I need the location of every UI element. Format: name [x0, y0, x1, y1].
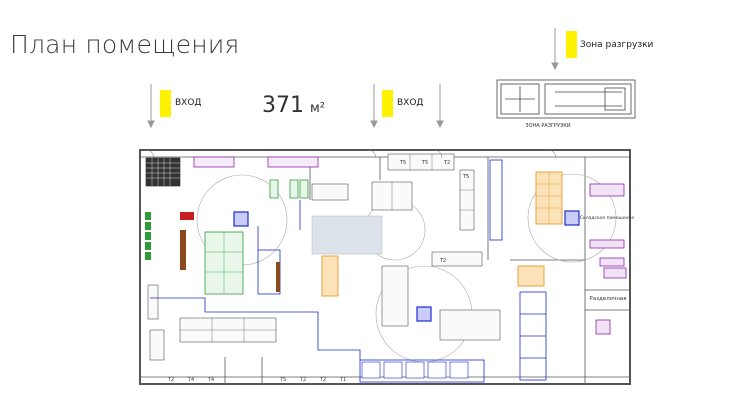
green-shelving — [145, 212, 151, 260]
area-value: 371 м² — [262, 93, 325, 118]
red-fixture — [180, 212, 194, 220]
svg-text:Т5: Т5 — [462, 174, 469, 180]
svg-text:Т5: Т5 — [279, 377, 286, 383]
svg-text:Т5: Т5 — [421, 160, 428, 166]
grid-window — [145, 157, 181, 187]
svg-text:Т5: Т5 — [399, 160, 406, 166]
svg-text:Т4: Т4 — [187, 377, 194, 383]
unloading-zone-label: Зона разгрузки — [580, 40, 654, 50]
top-codes: Т5 Т5 Т2 Т5 — [399, 160, 469, 180]
brown-carts — [180, 230, 280, 292]
door-arcs — [145, 149, 557, 159]
green-tables — [204, 179, 309, 295]
svg-text:Т2: Т2 — [443, 160, 450, 166]
floor-channel — [150, 200, 361, 360]
counter-blocks — [361, 361, 469, 379]
area-unit: м² — [310, 101, 326, 116]
glass-partition — [311, 215, 383, 255]
entrance-label-1: ВХОД — [175, 98, 202, 108]
room-label-warehouse: Складское помещение — [580, 215, 634, 221]
svg-text:Т2: Т2 — [167, 377, 174, 383]
page-title: План помещения — [10, 30, 240, 59]
svg-text:Т1: Т1 — [339, 377, 346, 383]
unloading-zone-marker — [566, 31, 577, 58]
svg-text:Т2: Т2 — [299, 377, 306, 383]
arrow-icon — [147, 28, 559, 129]
entrance-marker-2 — [382, 90, 393, 117]
blue-racks — [257, 159, 547, 383]
truck-label: ЗОНА РАЗГРУЗКИ — [525, 123, 570, 129]
outer-walls — [139, 149, 631, 385]
blue-equipment — [233, 210, 580, 322]
entrance-marker-1 — [160, 90, 171, 117]
svg-text:Т2: Т2 — [439, 258, 446, 264]
bottom-codes: Т2 Т4 Т4 Т5 Т2 Т2 Т1 Т2 — [167, 258, 446, 383]
svg-text:Т2: Т2 — [319, 377, 326, 383]
purple-fixtures — [589, 183, 627, 335]
entrance-label-2: ВХОД — [397, 98, 424, 108]
room-label-cutting: Разделочная — [589, 296, 626, 302]
area-number: 371 — [262, 93, 304, 118]
truck-icon — [496, 79, 636, 119]
svg-text:Т4: Т4 — [207, 377, 214, 383]
